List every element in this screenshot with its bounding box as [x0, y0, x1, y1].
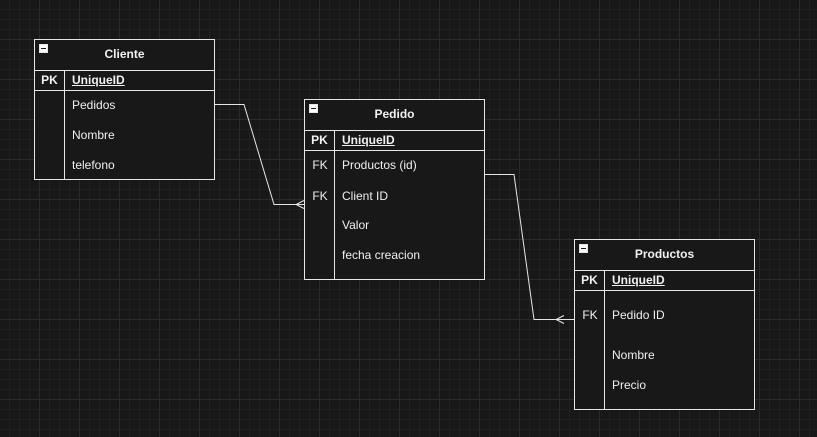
field-label: fecha creacion	[342, 248, 421, 262]
field-label: Nombre	[72, 128, 115, 142]
collapse-icon[interactable]	[579, 244, 588, 253]
key-label: FK	[312, 158, 328, 172]
entity-header[interactable]: Productos	[575, 240, 754, 271]
key-column	[35, 91, 65, 180]
attribute-row[interactable]: Nombre	[35, 125, 214, 145]
field-label: Pedido ID	[612, 308, 665, 322]
collapse-icon[interactable]	[39, 44, 48, 53]
entity-header[interactable]: Pedido	[305, 100, 484, 131]
relationship-line-cliente-pedido[interactable]	[215, 104, 304, 205]
entity-header[interactable]: Cliente	[35, 40, 214, 71]
attribute-list: FK Productos (id) FK Client ID Valor fec…	[305, 151, 484, 280]
attribute-row[interactable]: Precio	[575, 375, 754, 395]
field-label: telefono	[72, 158, 115, 172]
pk-field: UniqueID	[612, 273, 665, 287]
crowfoot-icon-pedido	[294, 200, 305, 209]
entity-pedido[interactable]: Pedido PK UniqueID FK Productos (id) FK …	[304, 99, 485, 280]
entity-title: Productos	[634, 247, 695, 261]
attribute-row[interactable]: Valor	[305, 215, 484, 235]
relationship-line-pedido-productos[interactable]	[485, 174, 574, 320]
entity-cliente[interactable]: Cliente PK UniqueID Pedidos Nombre telef…	[34, 39, 215, 180]
key-label	[575, 375, 605, 395]
key-label	[575, 345, 605, 365]
attribute-row[interactable]: telefono	[35, 155, 214, 175]
key-label	[305, 215, 335, 235]
attribute-row[interactable]: Pedidos	[35, 95, 214, 115]
key-column	[575, 291, 605, 410]
field-label: Valor	[342, 218, 370, 232]
pk-field: UniqueID	[72, 73, 125, 87]
key-label	[35, 125, 65, 145]
pk-label: PK	[575, 271, 605, 290]
key-label: FK	[582, 308, 598, 322]
attribute-row[interactable]: fecha creacion	[305, 245, 484, 265]
attribute-list: FK Pedido ID Nombre Precio	[575, 291, 754, 410]
pk-label: PK	[35, 71, 65, 90]
pk-row[interactable]: PK UniqueID	[305, 131, 484, 151]
key-label: FK	[312, 189, 328, 203]
key-label	[35, 155, 65, 175]
attribute-row[interactable]: FK Productos (id)	[305, 155, 484, 175]
crowfoot-icon-productos	[554, 315, 565, 324]
attribute-row[interactable]: FK Client ID	[305, 186, 484, 206]
key-label	[305, 245, 335, 265]
collapse-icon[interactable]	[309, 104, 318, 113]
entity-title: Pedido	[374, 107, 415, 121]
field-label: Client ID	[342, 189, 389, 203]
pk-label: PK	[305, 131, 335, 150]
attribute-list: Pedidos Nombre telefono	[35, 91, 214, 180]
pk-field: UniqueID	[342, 133, 395, 147]
field-label: Productos (id)	[342, 158, 417, 172]
pk-row[interactable]: PK UniqueID	[35, 71, 214, 91]
field-label: Precio	[612, 378, 647, 392]
key-column	[305, 151, 335, 280]
field-label: Pedidos	[72, 98, 116, 112]
attribute-row[interactable]: FK Pedido ID	[575, 305, 754, 325]
pk-row[interactable]: PK UniqueID	[575, 271, 754, 291]
entity-title: Cliente	[104, 47, 145, 61]
entity-productos[interactable]: Productos PK UniqueID FK Pedido ID Nombr…	[574, 239, 755, 410]
field-label: Nombre	[612, 348, 655, 362]
attribute-row[interactable]: Nombre	[575, 345, 754, 365]
key-label	[35, 95, 65, 115]
